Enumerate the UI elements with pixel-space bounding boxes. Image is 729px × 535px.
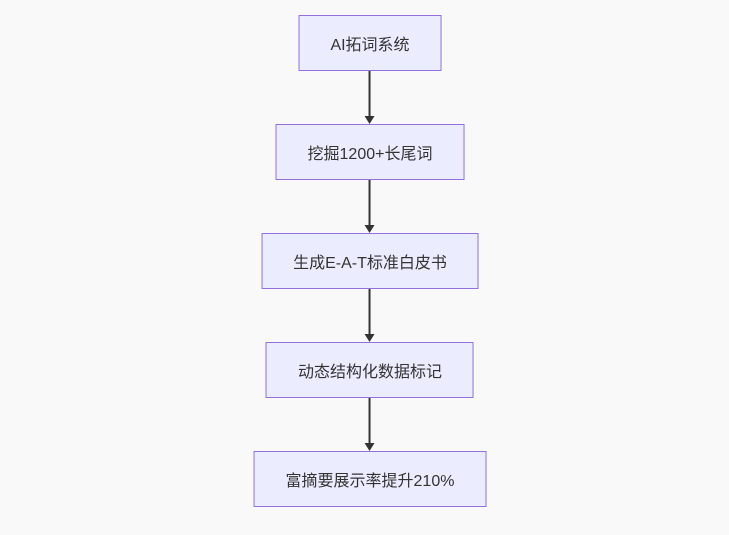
flow-node-label: 富摘要展示率提升210% bbox=[285, 473, 455, 490]
arrow-down-icon bbox=[365, 225, 375, 233]
edge-line bbox=[369, 180, 371, 225]
flow-node-label: 挖掘1200+长尾词 bbox=[307, 146, 433, 163]
edge-line bbox=[369, 289, 371, 334]
edge-connector-2 bbox=[365, 180, 375, 233]
flowchart: AI拓词系统 挖掘1200+长尾词 生成E-A-T标准白皮书 动态结构化数据标记 bbox=[253, 15, 487, 507]
flow-node-longtail-mining: 挖掘1200+长尾词 bbox=[275, 124, 465, 180]
edge-line bbox=[369, 71, 371, 116]
flow-node-label: AI拓词系统 bbox=[330, 37, 410, 54]
edge-connector-3 bbox=[365, 289, 375, 342]
edge-line bbox=[369, 398, 371, 443]
flow-node-ai-word-system: AI拓词系统 bbox=[298, 15, 442, 71]
arrow-down-icon bbox=[365, 116, 375, 124]
arrow-down-icon bbox=[365, 334, 375, 342]
arrow-down-icon bbox=[365, 443, 375, 451]
edge-connector-1 bbox=[365, 71, 375, 124]
edge-connector-4 bbox=[365, 398, 375, 451]
flow-node-eat-whitepaper: 生成E-A-T标准白皮书 bbox=[261, 233, 479, 289]
flow-node-rich-snippet-result: 富摘要展示率提升210% bbox=[253, 451, 487, 507]
flow-node-label: 动态结构化数据标记 bbox=[297, 364, 442, 381]
flow-node-structured-data: 动态结构化数据标记 bbox=[265, 342, 474, 398]
flow-node-label: 生成E-A-T标准白皮书 bbox=[293, 255, 447, 272]
